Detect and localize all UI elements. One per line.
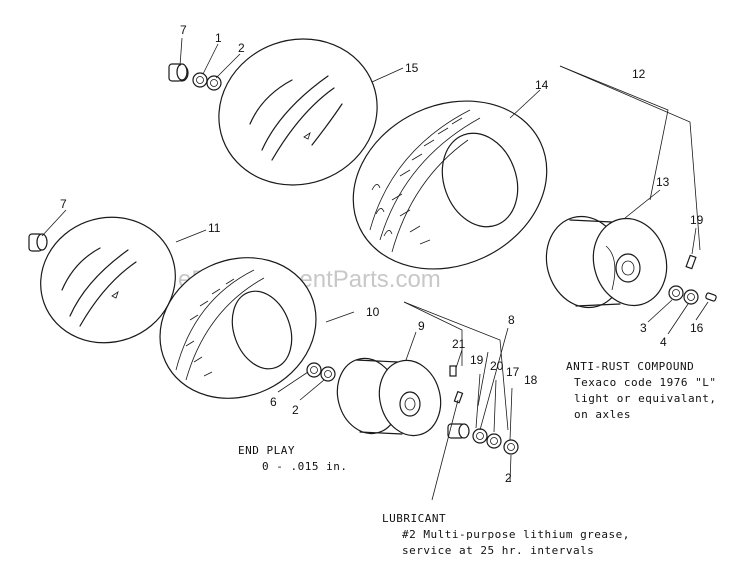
- rim-13: [545, 215, 668, 309]
- leader-lines: [41, 37, 709, 501]
- end-play-value: 0 - .015 in.: [262, 460, 347, 473]
- anti-rust-line-3: on axles: [574, 408, 631, 421]
- callout-18: 18: [524, 373, 538, 387]
- callout-14: 14: [535, 78, 549, 92]
- callout-16: 16: [690, 321, 704, 335]
- anti-rust-line-2: light or equivalant,: [574, 392, 716, 405]
- callout-9: 9: [418, 319, 425, 333]
- callout-19-upper: 19: [690, 213, 704, 227]
- fitting-21: [449, 365, 457, 377]
- washer-6: [306, 362, 322, 378]
- lubricant-line-1: #2 Multi-purpose lithium grease,: [402, 528, 630, 541]
- callout-2-lower: 2: [505, 471, 512, 485]
- lubricant-line-2: service at 25 hr. intervals: [402, 544, 594, 557]
- callout-10: 10: [366, 305, 380, 319]
- callout-2-middle: 2: [292, 403, 299, 417]
- valve-19-lower: [453, 390, 464, 404]
- bearing-3: [668, 285, 684, 301]
- lubricant-title: LUBRICANT: [382, 512, 446, 525]
- callout-2-upper: 2: [238, 41, 245, 55]
- valve-19-upper: [685, 254, 697, 270]
- callout-1: 1: [215, 31, 222, 45]
- anti-rust-title: ANTI-RUST COMPOUND: [566, 360, 694, 373]
- washer-20: [472, 428, 488, 444]
- washer-1-upper: [192, 72, 208, 88]
- washer-4: [683, 289, 699, 305]
- anti-rust-line-1: Texaco code 1976 "L": [574, 376, 716, 389]
- washer-17: [486, 433, 502, 449]
- bushing-7-lower: [28, 233, 48, 252]
- callout-12: 12: [632, 67, 646, 81]
- bearing-2-upper: [206, 75, 222, 91]
- tire-10: [159, 257, 317, 399]
- callout-11: 11: [208, 221, 221, 235]
- tube-15: [218, 38, 378, 186]
- callout-7-upper: 7: [180, 23, 187, 37]
- callout-15: 15: [405, 61, 419, 75]
- callout-19-lower: 19: [470, 353, 484, 367]
- tube-11: [40, 216, 176, 344]
- rim-9: [336, 357, 442, 437]
- callout-8: 8: [508, 313, 515, 327]
- bearing-18: [503, 439, 519, 455]
- axle-spacer: [447, 423, 470, 439]
- bearing-2-lower: [320, 366, 336, 382]
- callout-13: 13: [656, 175, 670, 189]
- pin-16: [705, 292, 717, 302]
- end-play-title: END PLAY: [238, 444, 295, 457]
- callout-6: 6: [270, 395, 277, 409]
- callout-4: 4: [660, 335, 667, 349]
- callout-21: 21: [452, 337, 466, 351]
- callout-7-lower: 7: [60, 197, 67, 211]
- tire-14: [352, 100, 548, 270]
- callout-17: 17: [506, 365, 520, 379]
- bushing-7-upper: [168, 63, 189, 82]
- callout-3: 3: [640, 321, 647, 335]
- callout-20: 20: [490, 359, 504, 373]
